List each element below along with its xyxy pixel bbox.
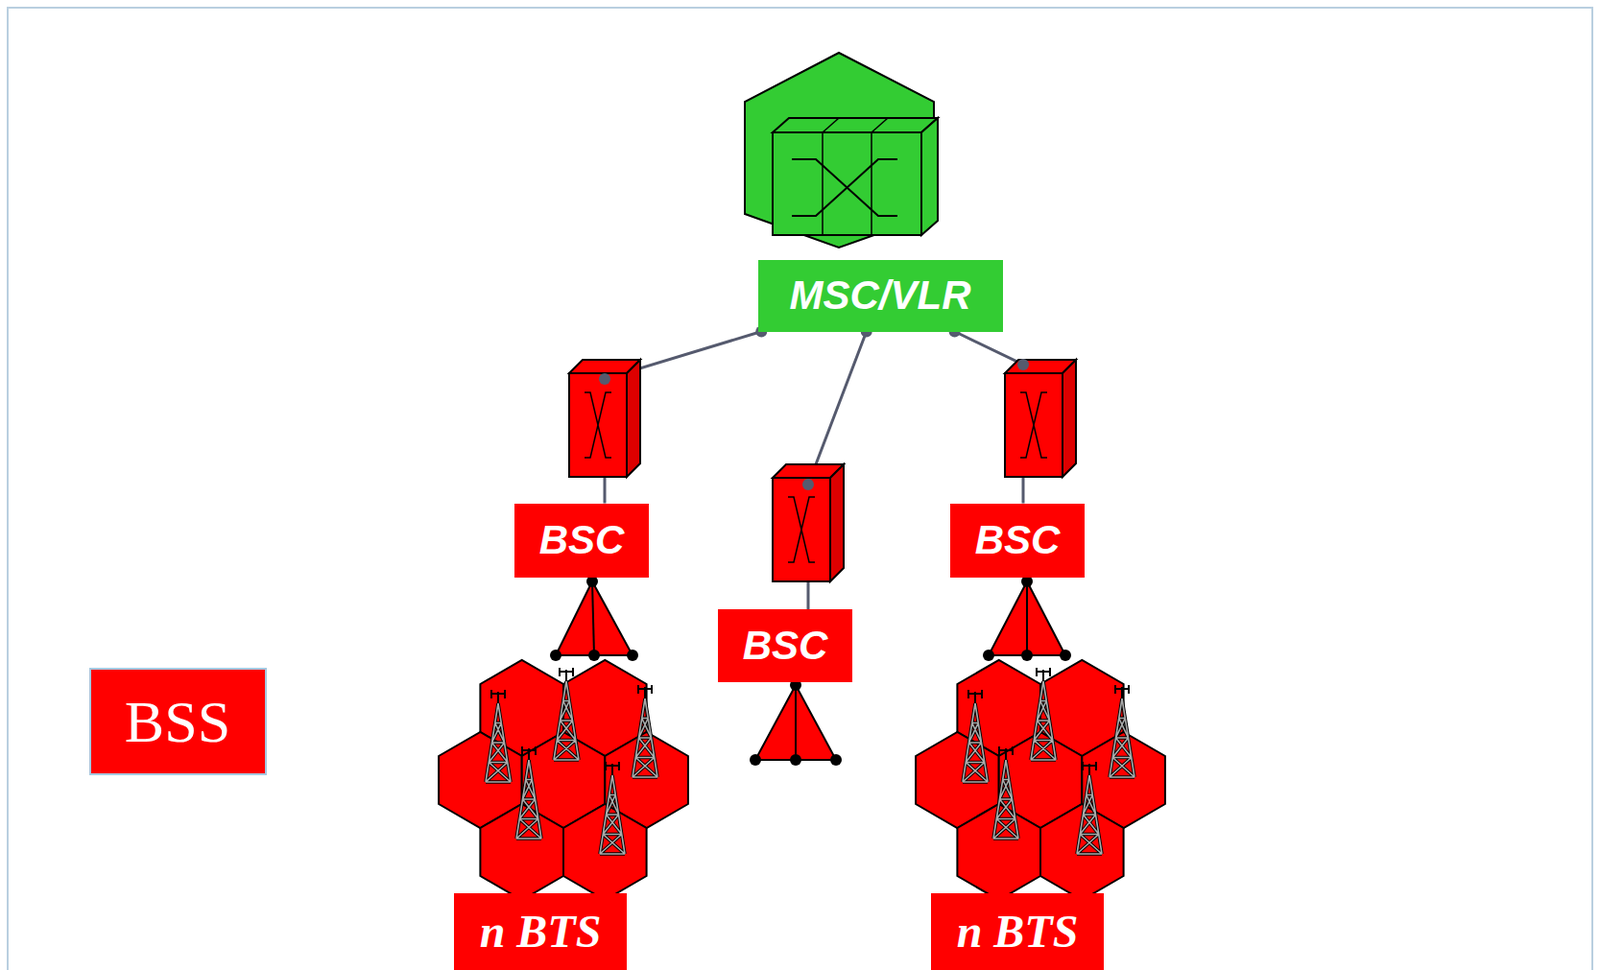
controller-label: BSC <box>514 503 649 578</box>
node-text: n BTS <box>956 907 1079 958</box>
bts-cell-clusters <box>438 660 1166 901</box>
station-count-label: n BTS <box>453 893 627 970</box>
bts-tower <box>993 746 1019 839</box>
cabinet-icon <box>1004 359 1076 478</box>
bts-tower <box>1076 762 1102 855</box>
link-triangle <box>549 575 639 662</box>
bts-tower <box>962 690 988 783</box>
bts-cluster <box>438 660 689 901</box>
node-text: BSC <box>742 623 829 669</box>
link-triangles <box>549 575 1072 766</box>
connector-dot <box>1017 358 1029 371</box>
controller-label: BSC <box>717 609 853 683</box>
bts-tower <box>1030 668 1056 761</box>
node-text: BSS <box>124 689 231 755</box>
link-triangle <box>749 679 842 766</box>
bts-tower <box>553 668 579 761</box>
bts-tower <box>599 762 625 855</box>
node-text: n BTS <box>479 907 602 958</box>
node-text: MSC/VLR <box>789 273 972 318</box>
link-triangle <box>982 575 1072 662</box>
connector-dot <box>598 373 611 385</box>
connector-dot <box>802 478 814 491</box>
node-text: BSC <box>975 518 1061 563</box>
bts-tower <box>485 690 511 783</box>
bts-tower <box>516 746 542 839</box>
bts-cluster <box>915 660 1166 901</box>
cabinet-icon <box>772 464 844 582</box>
bts-tower <box>1109 685 1135 778</box>
subsystem-label: BSS <box>89 668 267 776</box>
node-text: BSC <box>539 518 625 563</box>
connector-dots <box>598 326 1029 492</box>
station-count-label: n BTS <box>931 893 1104 970</box>
switch-label: MSC/VLR <box>758 260 1003 333</box>
bts-tower <box>632 685 658 778</box>
link-line <box>604 332 762 504</box>
msc-hexagon <box>744 52 938 248</box>
cabinet-icon <box>569 359 641 478</box>
controller-label: BSC <box>950 503 1085 578</box>
frame-border <box>7 7 1593 970</box>
